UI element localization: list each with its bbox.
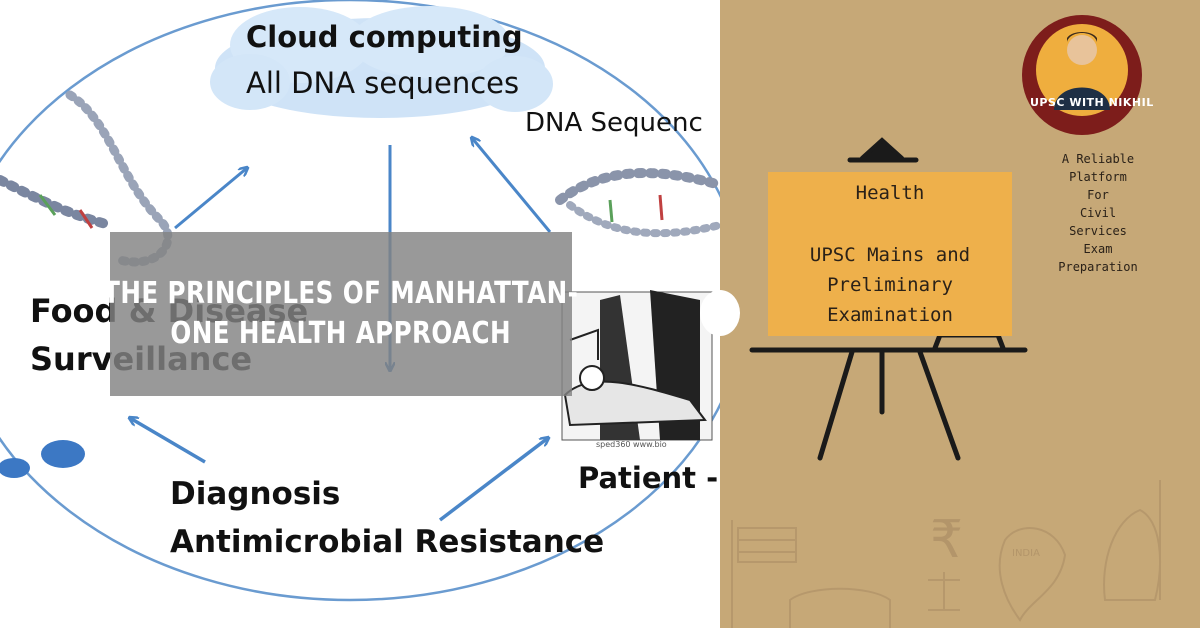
title-banner: THE PRINCIPLES OF MANHATTAN- ONE HEALTH … — [103, 232, 578, 396]
logo-badge — [1022, 15, 1142, 135]
tagline: A Reliable Platform For Civil Services E… — [1050, 150, 1146, 276]
cycle-ellipse — [0, 0, 720, 602]
tagline-line: Platform — [1069, 170, 1127, 184]
tagline-line: For — [1087, 188, 1109, 202]
tagline-line: Preparation — [1058, 260, 1138, 274]
board-line2: Preliminary — [827, 274, 953, 296]
tagline-line: A Reliable — [1061, 152, 1135, 166]
antimicrobial-label: Antimicrobial Resistance — [170, 524, 605, 560]
arrow-up-right — [472, 138, 552, 233]
arrow-right-diag — [438, 438, 548, 522]
board-line3: Examination — [827, 304, 953, 326]
cloud-shape — [210, 6, 553, 118]
dna-helix-right — [555, 168, 720, 238]
board-subject: Health — [855, 182, 925, 204]
banner-line2: ONE HEALTH APPROACH — [170, 316, 512, 351]
tagline-line: Services — [1069, 224, 1127, 238]
panel-notch — [700, 290, 740, 336]
one-health-diagram: Cloud computing All DNA sequences DNA Se… — [0, 0, 720, 602]
diagnosis-label: Diagnosis — [170, 476, 341, 512]
arrow-up-left — [174, 168, 247, 230]
brand-graphics — [731, 15, 1161, 628]
diagram-graphics — [0, 0, 720, 602]
patient-label: Patient - — [578, 461, 719, 495]
tagline-line: Civil — [1079, 206, 1117, 220]
image-credit: sped360 www.bio — [596, 440, 667, 449]
watermark-india: INDIA — [1012, 548, 1040, 559]
watermark-rupee: ₹ — [930, 510, 964, 570]
watermark-icons — [731, 480, 1161, 628]
tagline-line: Exam — [1083, 242, 1113, 256]
cloud-title: Cloud computing — [246, 20, 523, 54]
blue-dot — [0, 458, 30, 478]
dna-sequence-label: DNA Sequenc — [525, 108, 703, 138]
patient-sketch — [561, 290, 713, 441]
board-line1: UPSC Mains and — [809, 244, 971, 266]
banner-line1: THE PRINCIPLES OF MANHATTAN- — [103, 276, 579, 311]
logo-text: UPSC WITH NIKHIL — [1030, 96, 1154, 109]
arrow-left-diag — [130, 418, 206, 464]
cloud-subtitle: All DNA sequences — [246, 66, 520, 100]
blue-dot — [41, 440, 85, 468]
easel-board: Health UPSC Mains and Preliminary Examin… — [768, 172, 1012, 336]
